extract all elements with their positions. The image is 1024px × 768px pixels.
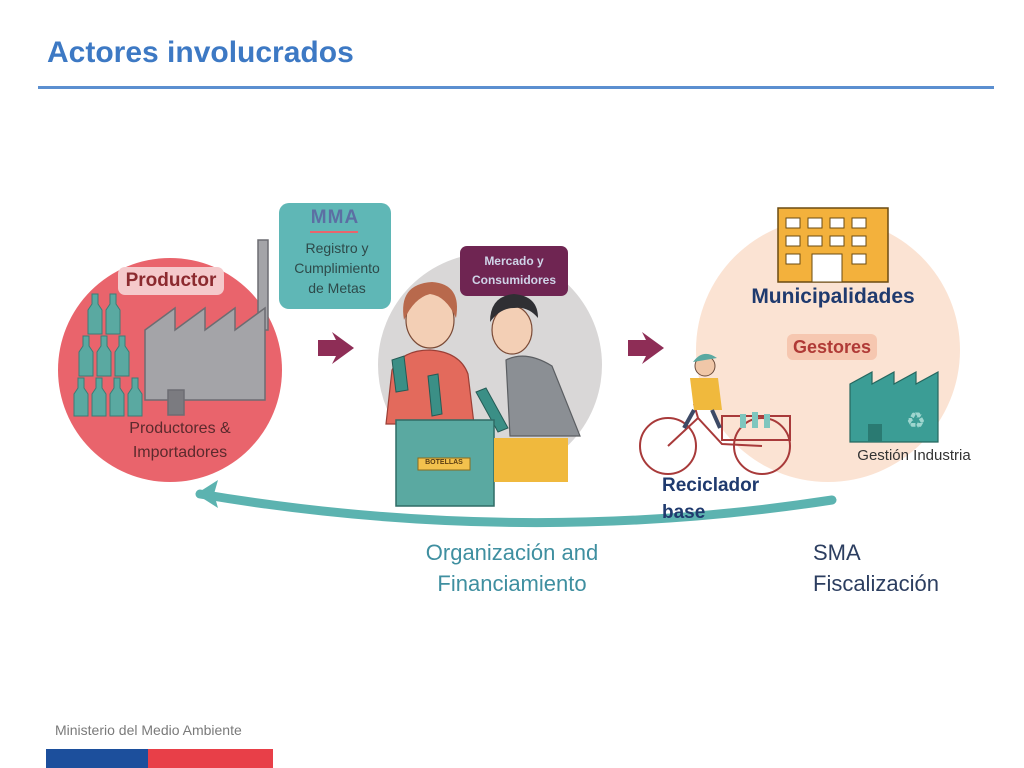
gestores-badge: Gestores	[787, 334, 877, 360]
footer-ministry: Ministerio del Medio Ambiente	[55, 722, 242, 738]
mercado-box	[460, 246, 568, 296]
factory-icon	[144, 239, 269, 416]
productores-caption-line: Importadores	[132, 444, 228, 461]
reciclador-label-line: base	[662, 502, 706, 523]
building-icon	[777, 207, 889, 283]
mercado-caption-line: Mercado y	[484, 254, 544, 268]
mma-caption-line: Cumplimiento	[294, 260, 380, 276]
title-divider	[38, 86, 994, 89]
reciclador-label: Reciclador base	[662, 472, 759, 526]
footer-flag-blue	[46, 749, 148, 768]
footer-flag-red	[148, 749, 273, 768]
return-arrow-icon	[195, 489, 837, 528]
organizacion-label: Organización and Financiamiento	[402, 537, 622, 599]
organizacion-label-line: Organización and	[425, 540, 599, 565]
sma-label-line: Fiscalización	[813, 571, 939, 596]
mma-logo: MMA	[310, 207, 360, 228]
reciclador-label-line: Reciclador	[662, 475, 760, 496]
mercado-caption: Mercado y Consumidores	[458, 252, 570, 290]
municipalidades-label: Municipalidades	[751, 285, 915, 308]
organizacion-label-line: Financiamiento	[437, 571, 587, 596]
productor-badge: Productor	[118, 267, 224, 295]
flow-arrow-icon	[318, 332, 354, 364]
consumers-icon	[385, 282, 581, 507]
bottles-icon	[73, 293, 143, 417]
mma-box	[279, 203, 391, 309]
page-title: Actores involucrados	[47, 36, 354, 69]
recycler-person-icon	[682, 353, 722, 429]
mercado-caption-line: Consumidores	[471, 273, 556, 287]
recycling-factory-icon: ♻	[849, 370, 939, 443]
mma-caption: Registro y Cumplimiento de Metas	[284, 238, 390, 298]
flow-arrow-icon	[628, 332, 664, 364]
gestion-industria-label: Gestión Industria	[857, 447, 971, 464]
productores-caption-line: Productores &	[129, 420, 231, 437]
recycle-icon: ♻	[906, 409, 926, 434]
botellas-box-label: BOTELLAS	[425, 459, 463, 466]
sma-label: SMA Fiscalización	[813, 537, 939, 599]
mma-caption-line: de Metas	[308, 280, 366, 296]
bottles-cargo-icon	[740, 412, 770, 428]
mma-caption-line: Registro y	[305, 240, 369, 256]
productores-caption: Productores & Importadores	[104, 417, 256, 465]
sma-label-line: SMA	[813, 540, 861, 565]
